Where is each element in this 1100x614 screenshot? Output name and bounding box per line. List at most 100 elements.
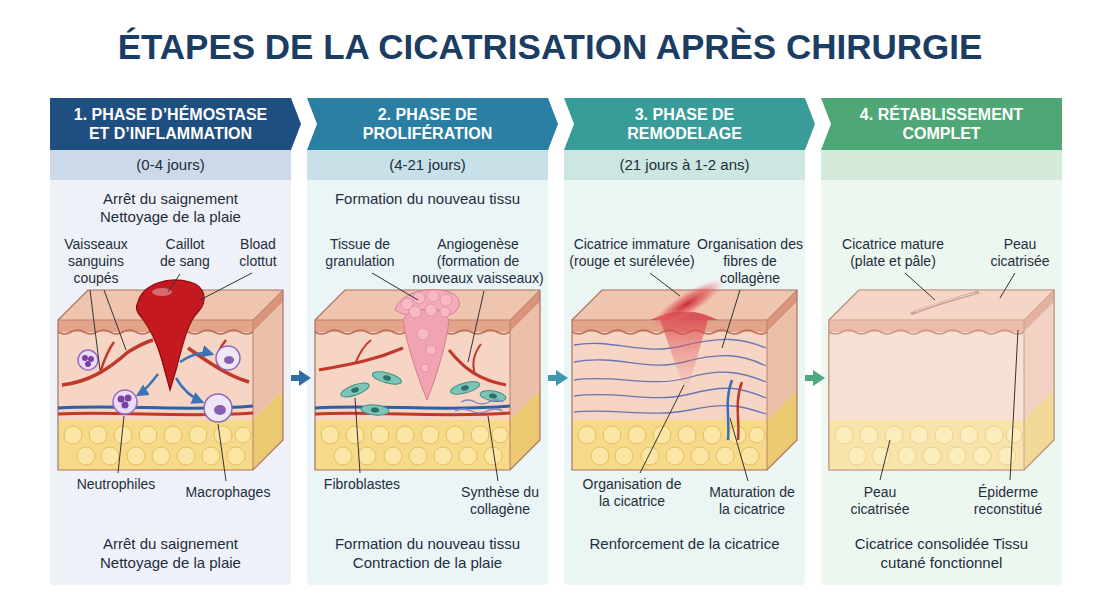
panel-ground bbox=[564, 150, 805, 585]
leader-line bbox=[372, 273, 418, 300]
panel-ground bbox=[821, 98, 1062, 150]
wound-stage-2 bbox=[382, 375, 391, 382]
leader-line bbox=[880, 440, 890, 480]
flow-arrow bbox=[291, 375, 299, 381]
wound-stage-1 bbox=[214, 405, 226, 415]
phase-summary: Arrêt du saignement Nettoyage de la plai… bbox=[83, 190, 258, 226]
wound-stage-2 bbox=[371, 369, 403, 386]
wound-stage-2 bbox=[361, 404, 390, 416]
leader-line bbox=[90, 290, 100, 370]
wound-stage-2 bbox=[315, 290, 540, 470]
part-label: Fibroblastes bbox=[312, 476, 412, 493]
wound-stage-2 bbox=[455, 409, 503, 413]
wound-stage-2 bbox=[350, 386, 359, 393]
wound-stage-4 bbox=[829, 290, 1054, 470]
panel-ground bbox=[50, 98, 301, 150]
wound-stage-1 bbox=[216, 346, 240, 370]
leader-line bbox=[218, 424, 226, 481]
diagram-title: ÉTAPES DE LA CICATRISATION APRÈS CHIRURG… bbox=[0, 27, 1100, 67]
leader-line bbox=[355, 398, 360, 473]
wound-stage-3 bbox=[738, 382, 742, 440]
wound-stage-1 bbox=[136, 280, 204, 390]
wound-stage-2 bbox=[315, 406, 510, 408]
part-label: Bload clottut bbox=[228, 236, 288, 270]
phase-outcome: Arrêt du saignement Nettoyage de la plai… bbox=[83, 535, 258, 579]
panel-ground bbox=[821, 150, 1062, 180]
wound-stage-1 bbox=[138, 374, 158, 395]
leader-line bbox=[730, 418, 748, 481]
phase-header: 1. PHASE D’HÉMOSTASE ET D’INFLAMMATION bbox=[50, 98, 291, 150]
part-label: Organisation des fibres de collagène bbox=[696, 236, 804, 286]
wound-stage-2 bbox=[427, 290, 439, 302]
wound-stage-1 bbox=[122, 402, 129, 409]
panel-ground bbox=[307, 98, 558, 150]
wound-stage-4 bbox=[915, 293, 975, 312]
phase-summary: Formation du nouveau tissu bbox=[320, 190, 535, 208]
part-label: Angiogenèse (formation de nouveaux vaiss… bbox=[410, 236, 546, 286]
leader-line bbox=[905, 273, 935, 300]
wound-stage-1 bbox=[176, 378, 202, 402]
wound-stage-3 bbox=[660, 320, 708, 395]
leader-line bbox=[1010, 330, 1018, 480]
wound-stage-4 bbox=[829, 290, 1054, 470]
wound-stage-1 bbox=[62, 340, 153, 385]
wound-stage-2 bbox=[421, 364, 429, 372]
wound-stage-3 bbox=[646, 272, 729, 335]
wound-stage-2 bbox=[460, 385, 469, 392]
wound-stage-2 bbox=[315, 290, 540, 470]
part-label: Peau cicatrisée bbox=[984, 236, 1056, 270]
part-label: Cicatrice immature (rouge et surélevée) bbox=[566, 236, 698, 270]
panel-ground bbox=[307, 150, 548, 585]
leader-line bbox=[118, 416, 124, 473]
panel-ground bbox=[564, 98, 815, 150]
wound-stage-1 bbox=[180, 353, 212, 362]
wound-stage-2 bbox=[426, 345, 436, 355]
wound-stage-2 bbox=[449, 379, 481, 396]
leader-line bbox=[1000, 273, 1015, 298]
part-label: Cicatrice mature (plate et pâle) bbox=[828, 236, 958, 270]
phase-duration: (0-4 jours) bbox=[50, 150, 291, 180]
leader-line bbox=[200, 273, 252, 300]
part-label: Peau cicatrisée bbox=[838, 484, 922, 518]
wound-stage-1 bbox=[224, 356, 234, 364]
wound-stage-2 bbox=[355, 340, 371, 364]
wound-stage-3 bbox=[574, 356, 766, 366]
wound-stage-1 bbox=[78, 350, 98, 370]
phase-duration: (4-21 jours) bbox=[307, 150, 548, 180]
panel-ground bbox=[50, 98, 1062, 585]
wound-stage-1 bbox=[152, 288, 172, 296]
wound-stage-1 bbox=[58, 280, 283, 470]
panel-ground bbox=[307, 150, 548, 180]
wound-stage-1 bbox=[125, 395, 132, 402]
wound-stage-2 bbox=[403, 309, 449, 400]
part-label: Vaisseaux sanguins coupés bbox=[52, 236, 140, 286]
wound-stage-1 bbox=[88, 356, 94, 362]
phase-outcome: Formation du nouveau tissu Contraction d… bbox=[320, 535, 535, 579]
wound-stage-3 bbox=[574, 372, 766, 382]
wound-stage-2 bbox=[417, 328, 429, 340]
phase-outcome: Cicatrice consolidée Tissu cutané foncti… bbox=[849, 535, 1034, 579]
leader-line bbox=[468, 291, 484, 362]
phase-panel: 1. PHASE D’HÉMOSTASE ET D’INFLAMMATION(0… bbox=[50, 98, 291, 585]
leader-line bbox=[722, 290, 740, 348]
leader-line bbox=[90, 273, 1018, 481]
wound-stage-2 bbox=[449, 379, 481, 396]
wound-stage-4 bbox=[911, 292, 979, 314]
wound-stage-1 bbox=[85, 361, 91, 367]
wound-stage-1 bbox=[82, 355, 88, 361]
wound-stage-1 bbox=[204, 394, 232, 422]
panel-ground bbox=[50, 150, 291, 585]
wound-stage-2 bbox=[461, 400, 503, 404]
part-label: Organisation de la cicatrice bbox=[580, 476, 684, 510]
wound-stage-2 bbox=[449, 350, 506, 385]
wound-stage-4 bbox=[829, 290, 1054, 470]
part-label: Macrophages bbox=[178, 484, 278, 501]
wound-stage-2 bbox=[401, 290, 452, 372]
part-label: Maturation de la cicatrice bbox=[705, 484, 799, 518]
part-label: Synthèse du collagène bbox=[452, 484, 548, 518]
wound-stage-1 bbox=[118, 396, 125, 403]
wound-stage-3 bbox=[572, 272, 797, 470]
